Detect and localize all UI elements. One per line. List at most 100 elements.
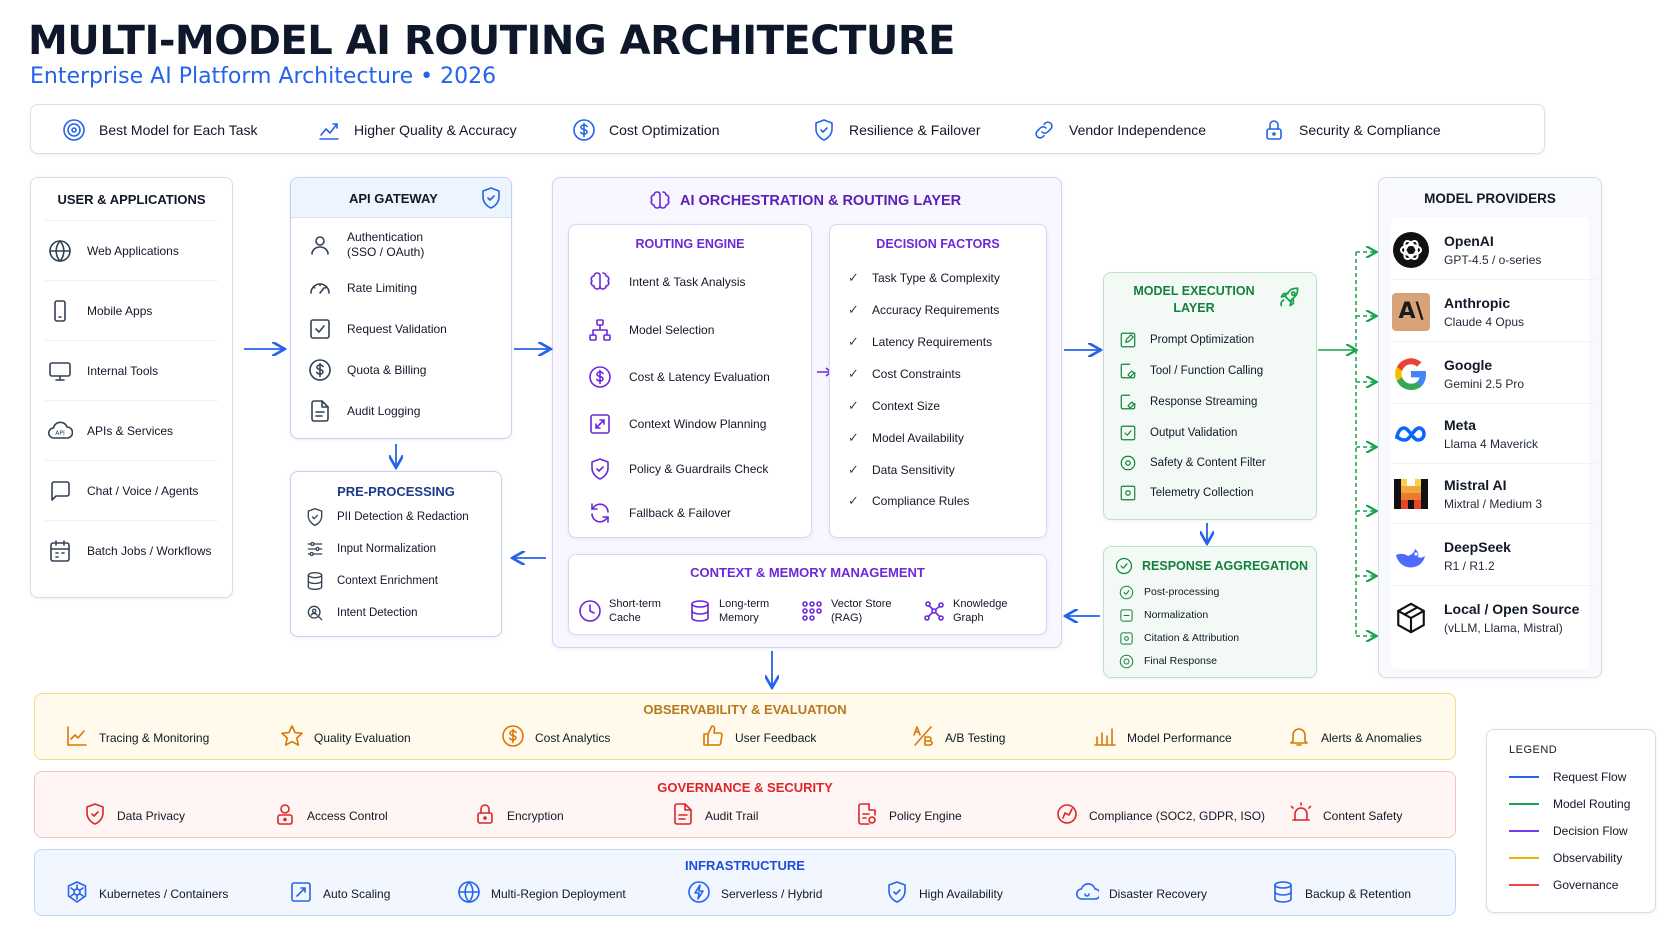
app-item-chat[interactable]: Chat / Voice / Agents [47,478,198,504]
agg-item-post[interactable]: Post-processing [1118,584,1219,600]
orchestration-title: AI ORCHESTRATION & ROUTING LAYER [680,193,962,209]
infrastructure-item[interactable]: Kubernetes / Containers [65,880,228,907]
memory-item-long-term[interactable]: Long-term Memory [687,597,769,625]
memory-item-graph[interactable]: Knowledge Graph [921,597,1007,625]
exec-item-telemetry[interactable]: Telemetry Collection [1118,483,1254,503]
infrastructure-item[interactable]: Serverless / Hybrid [687,880,822,907]
legend-label: Observability [1553,851,1623,865]
gateway-item-label: Quota & Billing [347,363,427,377]
gateway-item-quota[interactable]: Quota & Billing [307,357,426,383]
page-title: MULTI-MODEL AI ROUTING ARCHITECTURE [28,18,955,64]
infrastructure-item[interactable]: Multi-Region Deployment [457,880,626,907]
decision-factor-label: Latency Requirements [872,335,993,349]
governance-item[interactable]: Data Privacy [83,802,185,829]
infrastructure-item[interactable]: Auto Scaling [289,880,390,907]
routing-item-cost-latency[interactable]: Cost & Latency Evaluation [587,364,770,390]
governance-item[interactable]: Encryption [473,802,564,829]
provider-name: Google [1444,356,1493,373]
observability-item[interactable]: Alerts & Anomalies [1287,724,1422,751]
app-item-apis[interactable]: API APIs & Services [47,418,173,444]
memory-item-cache[interactable]: Short-term Cache [577,597,661,625]
infrastructure-item[interactable]: High Availability [885,880,1003,907]
governance-item-label: Data Privacy [117,808,186,823]
preproc-item-normalization[interactable]: Input Normalization [305,539,436,559]
app-item-batch[interactable]: Batch Jobs / Workflows [47,538,212,564]
legend-swatch [1509,857,1539,859]
provider-name: OpenAI [1444,232,1494,249]
exec-item-streaming[interactable]: Response Streaming [1118,392,1257,412]
deepseek-logo-icon [1392,537,1430,575]
gateway-item-rate[interactable]: Rate Limiting [307,275,417,301]
governance-item[interactable]: Audit Trail [671,802,758,829]
provider-name: Mistral AI [1444,476,1507,493]
app-item-label: APIs & Services [87,424,174,438]
decision-factor-label: Task Type & Complexity [872,271,1000,285]
app-item-label: Web Applications [87,244,179,258]
observability-item[interactable]: Model Performance [1093,724,1232,751]
exec-item-safety[interactable]: Safety & Content Filter [1118,453,1266,473]
routing-item-model-selection[interactable]: Model Selection [587,317,714,343]
exec-item-tool[interactable]: Tool / Function Calling [1118,361,1263,381]
observability-item[interactable]: Quality Evaluation [280,724,411,751]
infrastructure-item[interactable]: Disaster Recovery [1075,880,1207,907]
memory-item-vector[interactable]: Vector Store (RAG) [799,597,892,625]
observability-item[interactable]: User Feedback [701,724,816,751]
gateway-item-audit[interactable]: Audit Logging [307,398,420,424]
routing-item-fallback[interactable]: Fallback & Failover [587,500,731,526]
agg-item-normalization[interactable]: Normalization [1118,607,1208,623]
preproc-item-enrichment[interactable]: Context Enrichment [305,571,438,591]
routing-item-intent[interactable]: Intent & Task Analysis [587,269,746,295]
gateway-item-auth[interactable]: Authentication (SSO / OAuth) [307,230,424,260]
line-chart-icon [65,724,89,751]
gateway-item-validation[interactable]: Request Validation [307,316,447,342]
routing-item-policy[interactable]: Policy & Guardrails Check [587,456,768,482]
app-item-internal[interactable]: Internal Tools [47,358,158,384]
governance-item[interactable]: Access Control [273,802,388,829]
exec-item-label: Output Validation [1150,427,1238,439]
benefit-label: Resilience & Failover [849,122,981,138]
infrastructure-item[interactable]: Backup & Retention [1271,880,1411,907]
observability-item[interactable]: Cost Analytics [501,724,610,751]
policy-icon [855,802,879,829]
exec-item-prompt[interactable]: Prompt Optimization [1118,330,1254,350]
provider-name: DeepSeek [1444,538,1511,555]
model-execution-title: MODEL EXECUTION LAYER [1133,284,1255,315]
decision-factor: ✓Data Sensitivity [848,462,955,478]
routing-item-label: Fallback & Failover [629,506,732,520]
agg-item-final[interactable]: Final Response [1118,653,1217,669]
preproc-item-pii[interactable]: PII Detection & Redaction [305,507,469,527]
governance-item[interactable]: Policy Engine [855,802,962,829]
app-item-web[interactable]: Web Applications [47,238,179,264]
infrastructure-title: INFRASTRUCTURE [685,858,805,873]
legend-item: Request Flow [1509,770,1626,784]
preproc-item-intent[interactable]: Intent Detection [305,603,418,623]
agg-item-citation[interactable]: Citation & Attribution [1118,630,1239,646]
memory-item-label: Knowledge Graph [953,598,1008,624]
routing-item-context-window[interactable]: Context Window Planning [587,411,766,437]
app-item-label: Mobile Apps [87,304,153,318]
exec-item-label: Tool / Function Calling [1150,365,1264,377]
chat-icon [47,478,73,504]
observability-item[interactable]: A/B Testing [911,724,1005,751]
governance-item[interactable]: Content Safety [1289,802,1402,829]
exec-item-label: Prompt Optimization [1150,334,1255,346]
provider-local[interactable]: Local / Open Source(vLLM, Llama, Mistral… [1392,588,1596,648]
mistral-logo-icon [1392,475,1430,513]
legend-item: Decision Flow [1509,824,1628,838]
benefit-label: Best Model for Each Task [99,122,258,138]
legend-title: LEGEND [1509,744,1558,756]
routing-item-label: Context Window Planning [629,417,767,431]
memory-item-label: Long-term Memory [719,598,770,624]
agg-item-label: Normalization [1144,609,1209,621]
governance-item[interactable]: Compliance (SOC2, GDPR, ISO) [1055,802,1265,829]
app-item-mobile[interactable]: Mobile Apps [47,298,152,324]
observability-item[interactable]: Tracing & Monitoring [65,724,209,751]
exec-item-output-validation[interactable]: Output Validation [1118,423,1237,443]
